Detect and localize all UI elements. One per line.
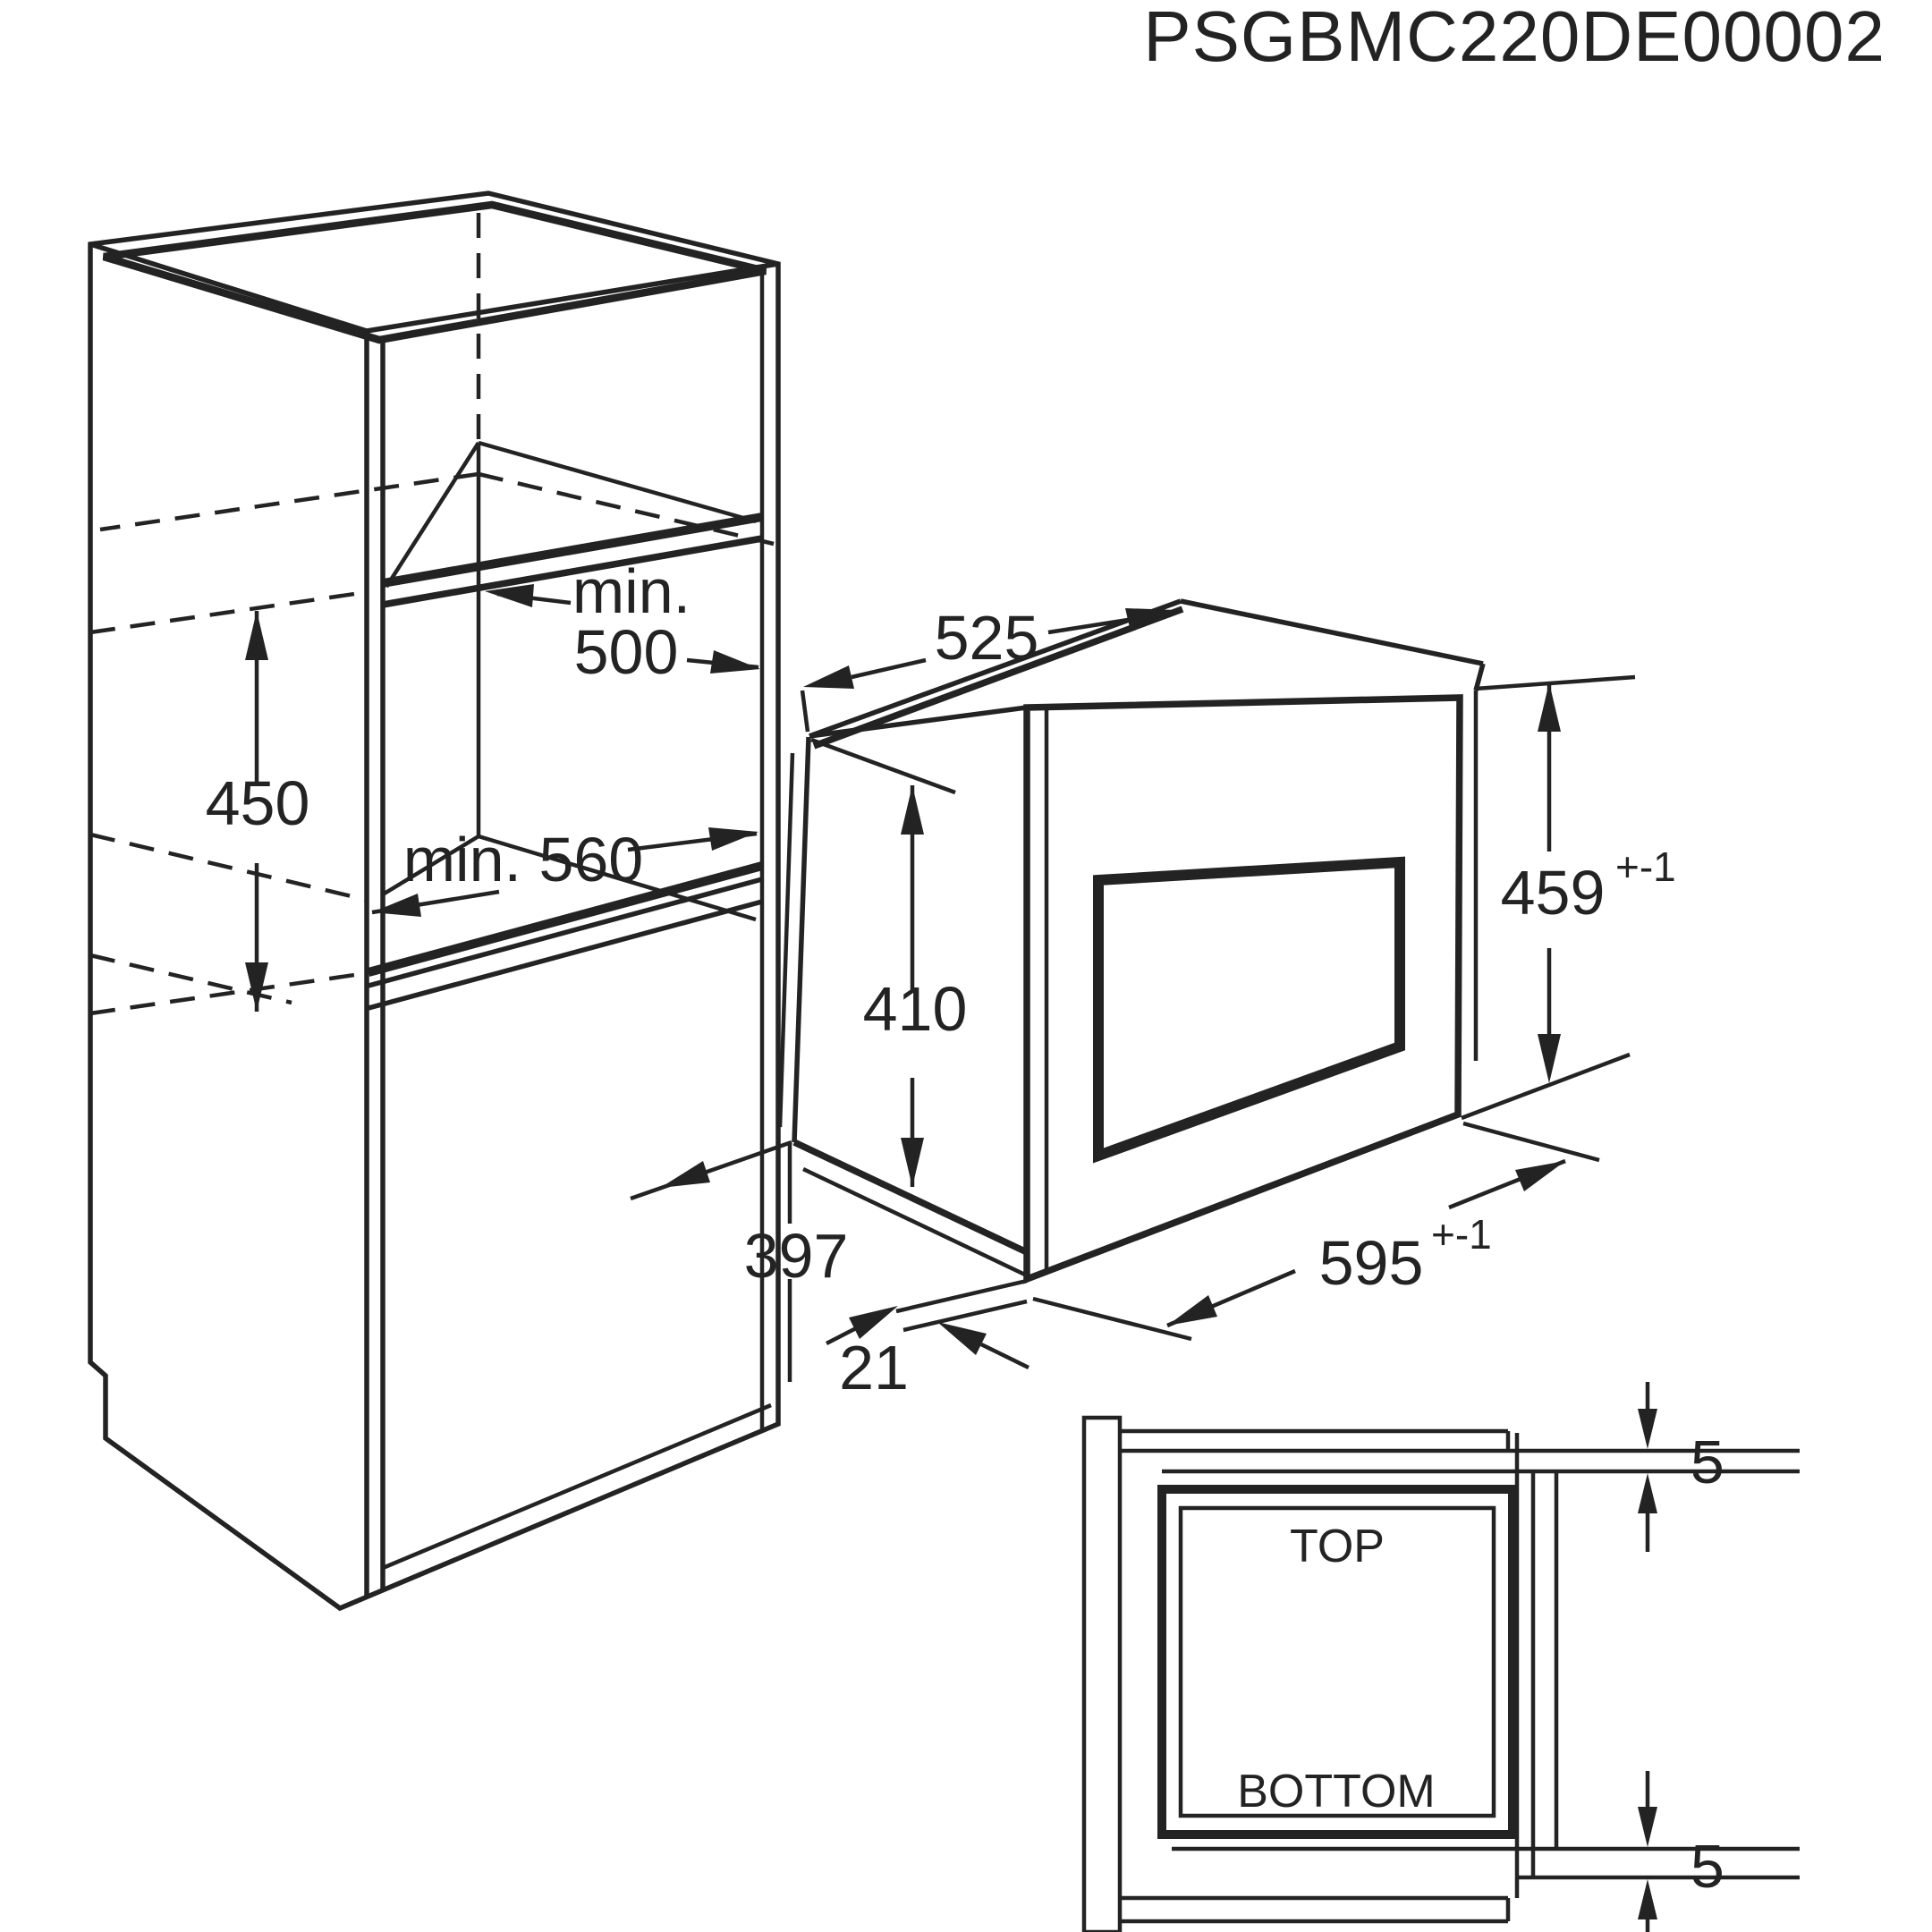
arrow-up-right-icon [1515, 1161, 1565, 1191]
arrow-up-right-icon [849, 1306, 898, 1339]
cabinet-drawing: 450 min. 500 min. 560 [88, 191, 781, 1612]
oven-body-height-dimension: 410 [810, 737, 968, 1187]
detail-side-panel [1081, 1415, 1123, 1932]
arrow-up-left-icon [937, 1322, 987, 1355]
clearance-detail-drawing: 5 5 TOP BOTTOM [1081, 1382, 1800, 1932]
arrow-up-icon [1538, 682, 1561, 732]
niche-width-value: 500 [574, 617, 679, 687]
oven-frame-height-dimension: 459 +-1 [1461, 674, 1676, 1121]
oven-frame-width-dimension: 595 +-1 [1032, 1121, 1600, 1342]
arrow-down-left-icon [1167, 1295, 1217, 1326]
detail-gap-bottom-dimension: 5 [1638, 1771, 1724, 1932]
oven-top-depth-dimension: 525 [800, 603, 1176, 733]
oven-frame-width-tolerance: +-1 [1431, 1211, 1492, 1258]
detail-gap-top-dim: 5 [1690, 1428, 1724, 1496]
arrow-up-icon [1638, 1879, 1657, 1919]
detail-top-label: TOP [1290, 1521, 1385, 1572]
niche-height-dimension: 450 [206, 611, 310, 1012]
niche-height-dim: 450 [206, 768, 310, 838]
niche-width-min-label: min. [572, 556, 691, 626]
arrow-down-icon [245, 962, 268, 1012]
oven-top-depth-dim: 525 [935, 603, 1039, 673]
niche-top-edge [382, 513, 763, 588]
oven-mount-depth-dimension: 397 [630, 1140, 849, 1382]
niche-floor-edge [367, 861, 764, 977]
oven-mount-depth-dim: 397 [744, 1221, 849, 1291]
oven-body-height-dim: 410 [863, 974, 968, 1044]
oven-frame-width-dim: 595 [1319, 1228, 1424, 1298]
niche-interior-lines [381, 440, 757, 922]
microwave-drawing: 525 410 459 +-1 [630, 598, 1676, 1402]
arrow-down-icon [1638, 1409, 1657, 1449]
arrow-up-icon [901, 785, 924, 835]
niche-depth-dim: min. 560 [403, 825, 643, 894]
detail-gap-top-dimension: 5 [1638, 1382, 1724, 1552]
arrow-down-icon [1538, 1034, 1561, 1083]
arrow-down-left-icon [372, 894, 421, 917]
detail-oven-box [1157, 1485, 1517, 1839]
hidden-lines [89, 213, 775, 1016]
oven-overhang-dim: 21 [839, 1333, 909, 1402]
oven-door-window [1093, 856, 1405, 1164]
oven-overhang-dimension: 21 [825, 1306, 1030, 1402]
arrow-down-left-icon [660, 1161, 710, 1188]
arrow-right-icon [710, 650, 760, 674]
niche-width-dimension: min. 500 [485, 556, 760, 687]
oven-door-frame [1023, 694, 1463, 1284]
arrow-down-icon [1638, 1807, 1657, 1847]
arrow-down-icon [901, 1138, 924, 1187]
cabinet-top-rim [102, 200, 767, 344]
oven-frame-height-dim: 459 [1501, 858, 1606, 928]
arrow-left-icon [485, 584, 534, 607]
arrow-down-left-icon [803, 665, 854, 689]
detail-bottom-label: BOTTOM [1237, 1766, 1435, 1818]
detail-gap-bottom-dim: 5 [1690, 1833, 1724, 1901]
arrow-up-icon [1638, 1473, 1657, 1513]
niche-depth-dimension: min. 560 [371, 825, 758, 917]
product-code: PSGBMC220DE00002 [1143, 0, 1885, 76]
arrow-up-right-icon [708, 827, 758, 851]
oven-frame-height-tolerance: +-1 [1615, 843, 1676, 890]
arrow-up-icon [245, 611, 268, 660]
arrow-up-right-icon [1125, 608, 1176, 631]
